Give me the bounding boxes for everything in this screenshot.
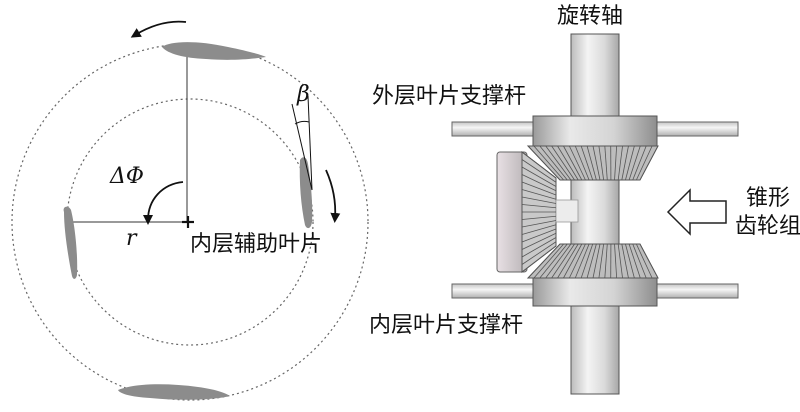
label-outer-support-rod: 外层叶片支撑杆 [372,86,526,108]
label-delta-phi: ΔΦ [110,166,144,188]
inner-blade-left [64,207,78,279]
label-rotation-axis: 旋转轴 [557,6,623,28]
inner-blade-right [300,157,313,228]
upper-hub [533,116,657,146]
label-beta: β [297,84,310,106]
outer-blade-top [162,42,266,60]
rotation-arrow-top [135,22,186,35]
label-inner-support-rod: 内层叶片支撑杆 [369,315,523,337]
label-bevel-gear-line2: 齿轮组 [735,216,800,238]
gear-center-block [556,200,578,222]
label-bevel-gear-line1: 锥形 [746,188,790,210]
beta-arc [295,121,309,124]
delta-phi-arrow [148,182,183,220]
lower-hub [533,276,657,306]
outer-blade-bottom [118,384,230,399]
rotation-arrow-right [326,170,335,218]
pointer-arrow [668,190,726,234]
rotor-top-view [12,22,368,400]
label-radius: r [126,228,137,250]
label-inner-blade: 内层辅助叶片 [190,234,322,256]
center-cross [182,216,194,228]
